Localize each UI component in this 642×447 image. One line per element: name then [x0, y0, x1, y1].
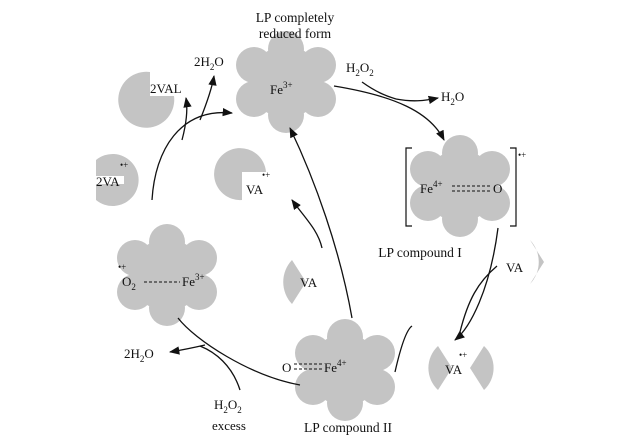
- h2o2-top-label: H2O2: [346, 60, 374, 78]
- arc-to-h2o-topleft: [199, 74, 217, 121]
- enzyme-compound-two: [295, 319, 395, 421]
- compound-one-caption: LP compound I: [378, 245, 462, 260]
- arc-compound-two-to-native: [289, 127, 353, 319]
- arc-to-h2o-bottomleft: [168, 344, 206, 355]
- bracket-left: [405, 147, 412, 227]
- va-bottom-radical-label: VA: [445, 362, 463, 377]
- bracket-right: [510, 147, 517, 227]
- compound-two-caption: LP compound II: [304, 420, 392, 435]
- va-bottom-radical-charge: •+: [459, 350, 467, 360]
- h2o-topleft-label: 2H2O: [194, 54, 224, 72]
- arc-va-inner-up: [291, 199, 323, 249]
- arc-compound-two-to-oxy: [177, 317, 301, 386]
- va-pair-charge: •+: [120, 160, 128, 170]
- excess-label: excess: [212, 418, 246, 433]
- oxy-radical: •+: [118, 262, 126, 272]
- native-label: Fe3+: [270, 80, 293, 97]
- arc-oxy-to-native: [151, 107, 234, 201]
- va-right-label: VA: [506, 260, 524, 275]
- oxy-o2-label: O2: [122, 274, 136, 292]
- compound-two-fe-label: Fe4+: [324, 358, 347, 375]
- compound-one-radical: •+: [518, 150, 526, 160]
- substrate-shape-va-bottom-left: [428, 346, 452, 390]
- va-pair-label: 2VA: [96, 174, 120, 189]
- arc-compound-one-to-two: [454, 227, 499, 341]
- arc-to-val: [181, 96, 192, 141]
- arc-h2o-out: [395, 95, 440, 105]
- substrate-shape-va-pair: [96, 154, 139, 206]
- substrate-shape-va-inner: [283, 260, 306, 304]
- title-line-2: reduced form: [259, 26, 332, 41]
- h2o2-bottom-label: H2O2: [214, 397, 242, 415]
- arc-va-in-right: [459, 265, 498, 333]
- h2o-bottomleft-label: 2H2O: [124, 346, 154, 364]
- substrate-shape-val: [118, 71, 175, 128]
- va-inner-radical-label: VA: [246, 182, 264, 197]
- arc-h2o2-excess: [199, 345, 241, 391]
- compound-two-o-label: O: [282, 360, 291, 375]
- compound-one-fe-label: Fe4+: [420, 179, 443, 196]
- arc-h2o2-in: [361, 81, 397, 100]
- substrate-shape-va-inner-radical: [214, 148, 266, 201]
- arc-bottom-to-h2o: [394, 325, 413, 373]
- val-dimer-label: 2VAL: [150, 81, 182, 96]
- compound-one-o-label: O: [493, 181, 502, 196]
- va-inner-radical-charge: •+: [262, 170, 270, 180]
- oxy-fe-label: Fe3+: [182, 272, 205, 289]
- title-line-1: LP completely: [256, 10, 335, 25]
- h2o-right-label: H2O: [441, 89, 464, 107]
- va-inner-label: VA: [300, 275, 318, 290]
- arc-native-to-compound-one: [333, 85, 445, 141]
- substrate-shape-va-right: [530, 240, 544, 284]
- substrate-shape-va-bottom-right: [470, 346, 494, 390]
